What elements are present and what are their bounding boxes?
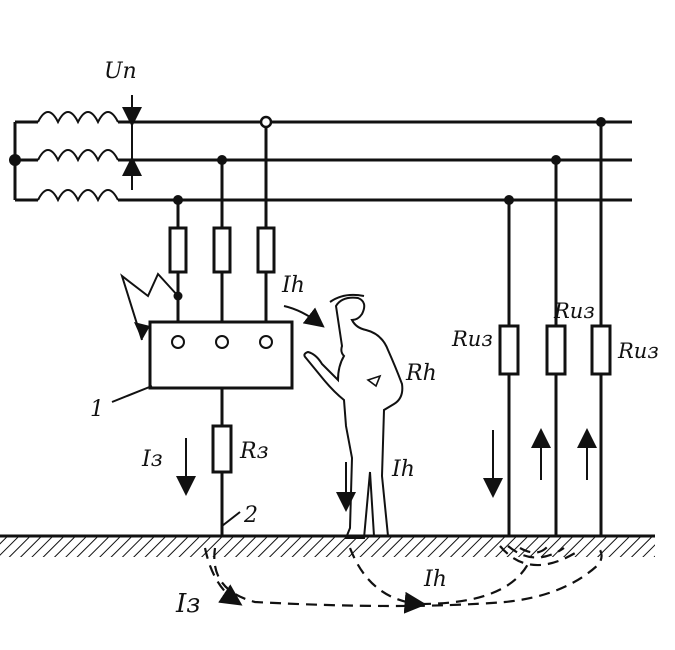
ground — [0, 534, 655, 557]
soil-current-paths — [203, 545, 603, 614]
current-h-top-label: Ih — [281, 273, 305, 298]
fuse-3 — [256, 226, 276, 274]
insulation-branch-3 — [577, 117, 612, 536]
phase-lines — [118, 120, 632, 202]
number-2-label: 2 — [243, 503, 258, 528]
fuse-1 — [168, 226, 188, 274]
resistance-h-label: Rh — [405, 361, 437, 386]
current-ground-soil-label: Iз — [175, 589, 200, 619]
voltage-label: Uп — [104, 59, 137, 84]
equipment-housing — [148, 320, 294, 390]
current-ground-label: Iз — [141, 447, 163, 472]
hand-current-arrow — [283, 305, 325, 328]
r-insulation-2-label: Rиз — [553, 299, 595, 323]
number-1-label: 1 — [90, 397, 104, 422]
r-insulation-3-label: Rиз — [617, 339, 659, 363]
insulation-branch-1 — [483, 195, 520, 536]
current-h-soil-label: Ih — [423, 567, 447, 592]
leader-line-2 — [221, 511, 241, 527]
resistance-ground-label: Rз — [239, 439, 269, 464]
fault-lightning — [120, 272, 179, 341]
leader-line-1 — [111, 385, 153, 403]
fuse-2 — [212, 226, 232, 274]
person-figure — [303, 293, 404, 539]
insulation-branch-2 — [531, 155, 567, 536]
grounding-conductor — [211, 388, 233, 536]
transformer-windings — [9, 111, 119, 203]
current-h-body-label: Ih — [391, 457, 415, 482]
fuse-taps — [173, 115, 273, 228]
r-insulation-1-label: Rиз — [451, 327, 493, 351]
